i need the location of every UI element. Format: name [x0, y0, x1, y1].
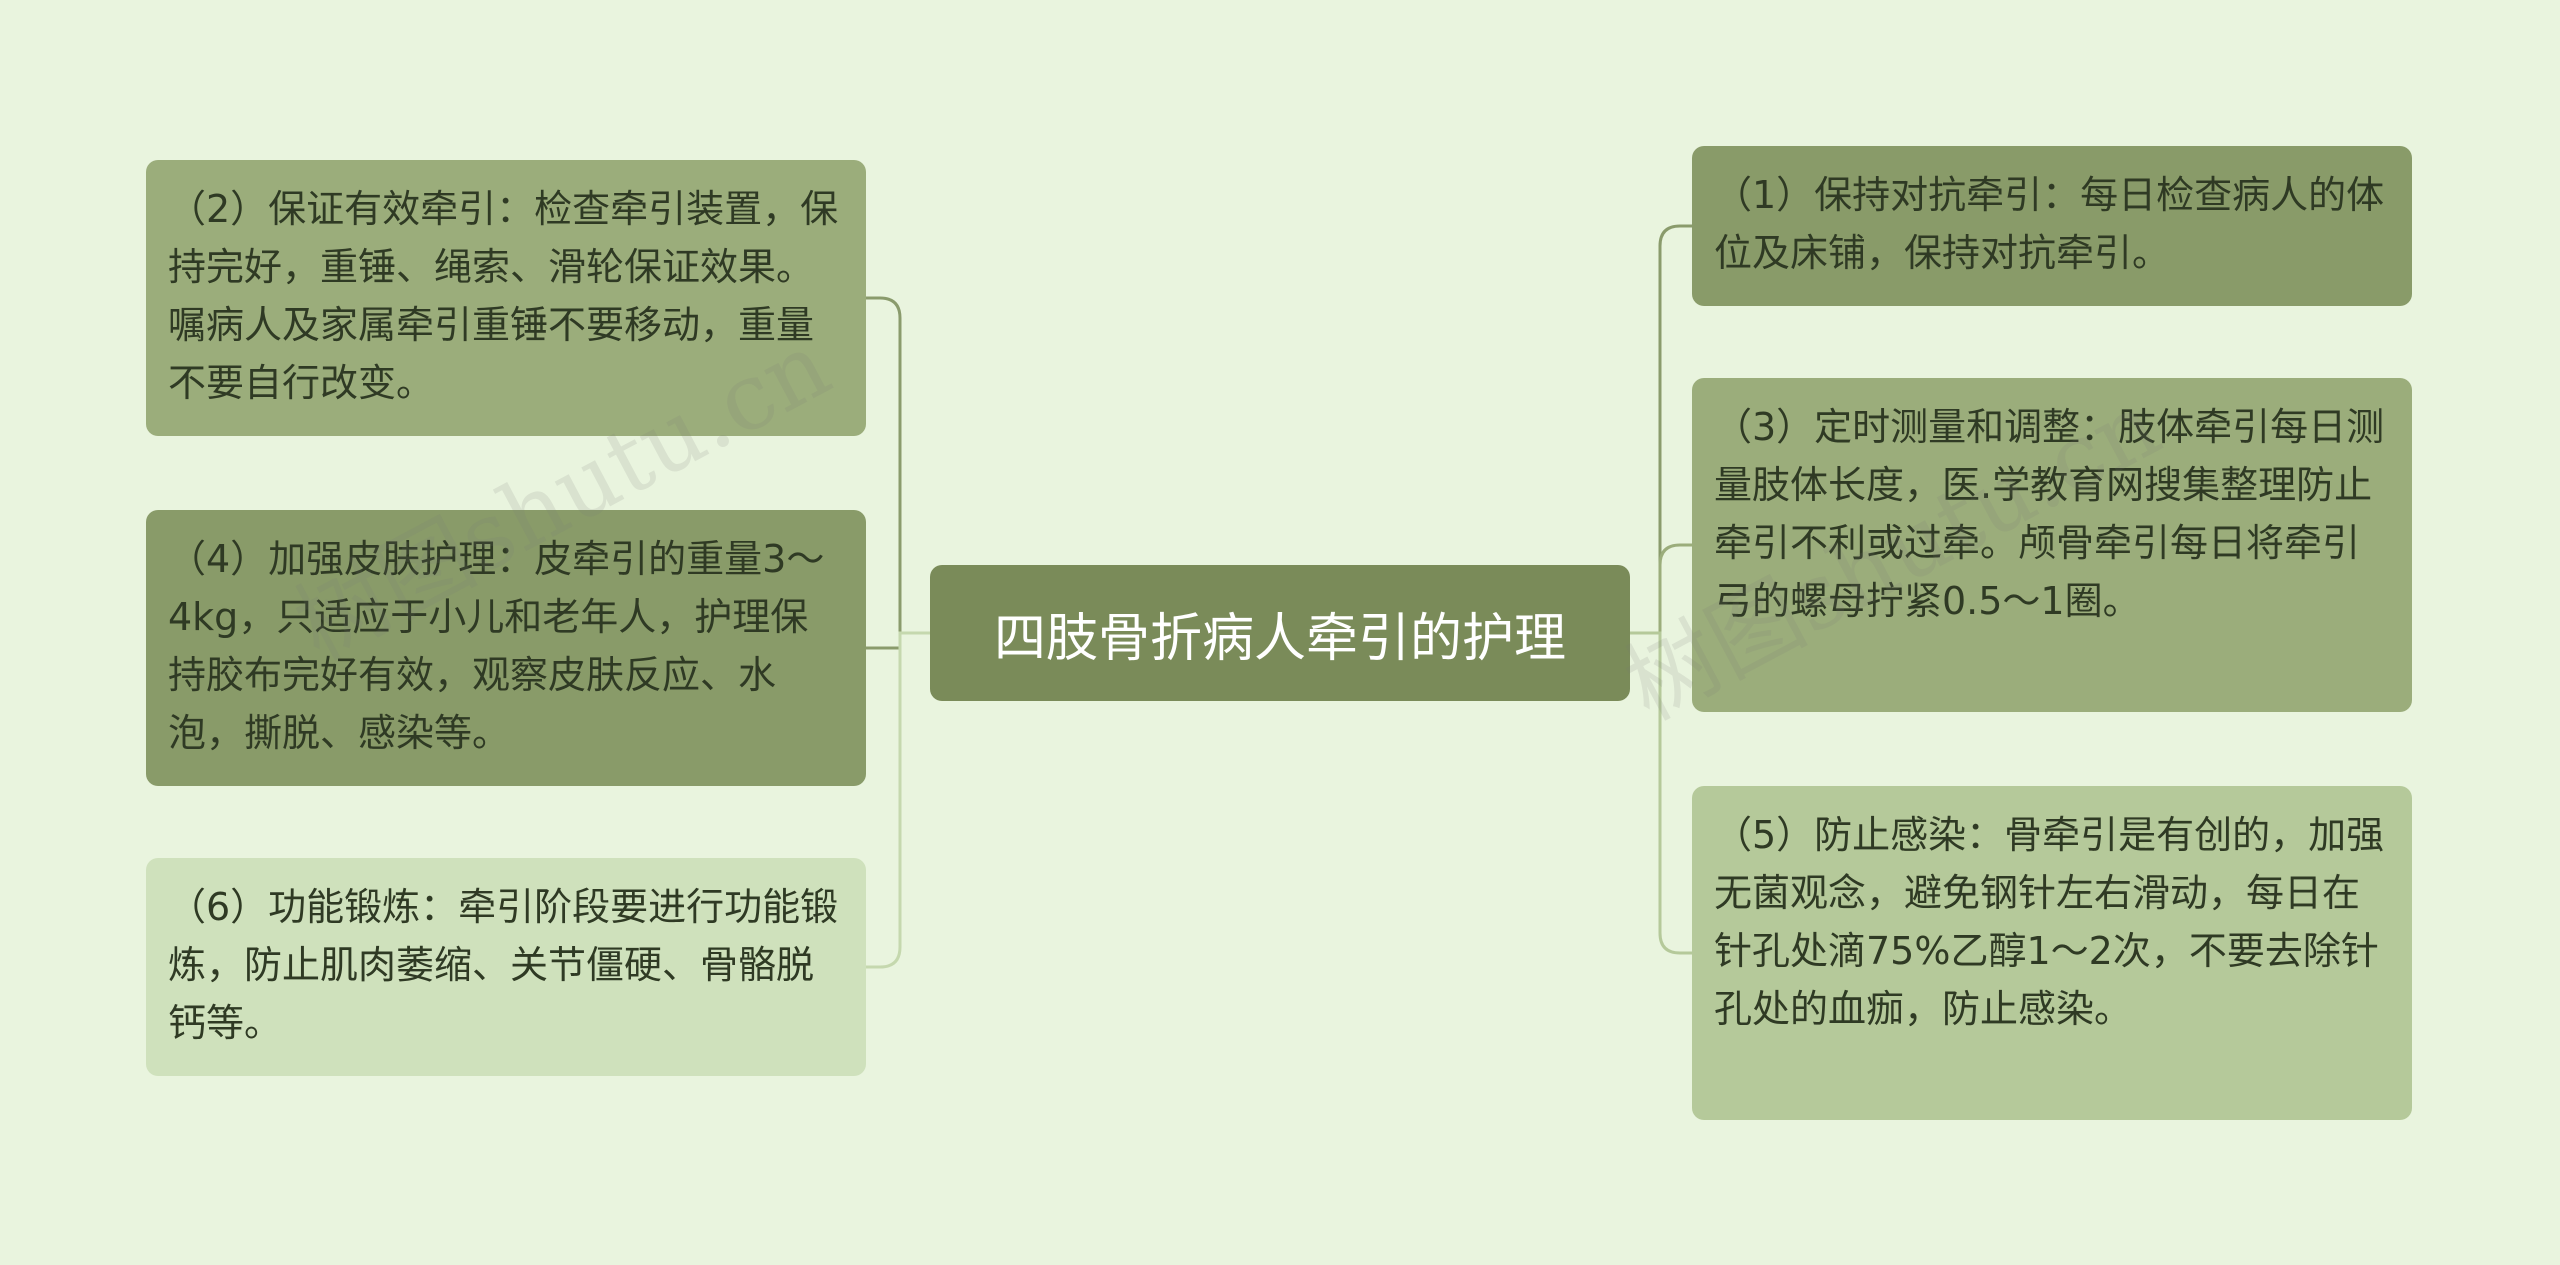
connector-left-4: [866, 631, 930, 650]
topic-node-2-text: （2）保证有效牵引：检查牵引装置，保持完好，重锤、绳索、滑轮保证效果。嘱病人及家…: [168, 187, 839, 405]
center-topic[interactable]: 四肢骨折病人牵引的护理: [930, 565, 1630, 701]
center-topic-title: 四肢骨折病人牵引的护理: [993, 608, 1566, 669]
topic-node-6[interactable]: （6）功能锻炼：牵引阶段要进行功能锻炼，防止肌肉萎缩、关节僵硬、骨骼脱钙等。: [146, 858, 866, 1076]
topic-node-2[interactable]: （2）保证有效牵引：检查牵引装置，保持完好，重锤、绳索、滑轮保证效果。嘱病人及家…: [146, 160, 866, 436]
topic-node-5[interactable]: （5）防止感染：骨牵引是有创的，加强无菌观念，避免钢针左右滑动，每日在针孔处滴7…: [1692, 786, 2412, 1120]
connector-left-2: [866, 296, 930, 635]
connector-right-1: [1630, 224, 1692, 635]
topic-node-6-text: （6）功能锻炼：牵引阶段要进行功能锻炼，防止肌肉萎缩、关节僵硬、骨骼脱钙等。: [168, 885, 839, 1045]
topic-node-3-text: （3）定时测量和调整：肢体牵引每日测量肢体长度，医.学教育网搜集整理防止牵引不利…: [1714, 405, 2385, 623]
connector-right-3: [1630, 543, 1692, 635]
topic-node-4-text: （4）加强皮肤护理：皮牵引的重量3～4kg，只适应于小儿和老年人，护理保持胶布完…: [168, 537, 825, 755]
topic-node-1-text: （1）保持对抗牵引：每日检查病人的体位及床铺，保持对抗牵引。: [1714, 173, 2385, 275]
connector-left-6: [866, 631, 930, 969]
topic-node-1[interactable]: （1）保持对抗牵引：每日检查病人的体位及床铺，保持对抗牵引。: [1692, 146, 2412, 306]
topic-node-4[interactable]: （4）加强皮肤护理：皮牵引的重量3～4kg，只适应于小儿和老年人，护理保持胶布完…: [146, 510, 866, 786]
topic-node-3[interactable]: （3）定时测量和调整：肢体牵引每日测量肢体长度，医.学教育网搜集整理防止牵引不利…: [1692, 378, 2412, 712]
connector-right-5: [1630, 631, 1692, 955]
topic-node-5-text: （5）防止感染：骨牵引是有创的，加强无菌观念，避免钢针左右滑动，每日在针孔处滴7…: [1714, 813, 2385, 1031]
